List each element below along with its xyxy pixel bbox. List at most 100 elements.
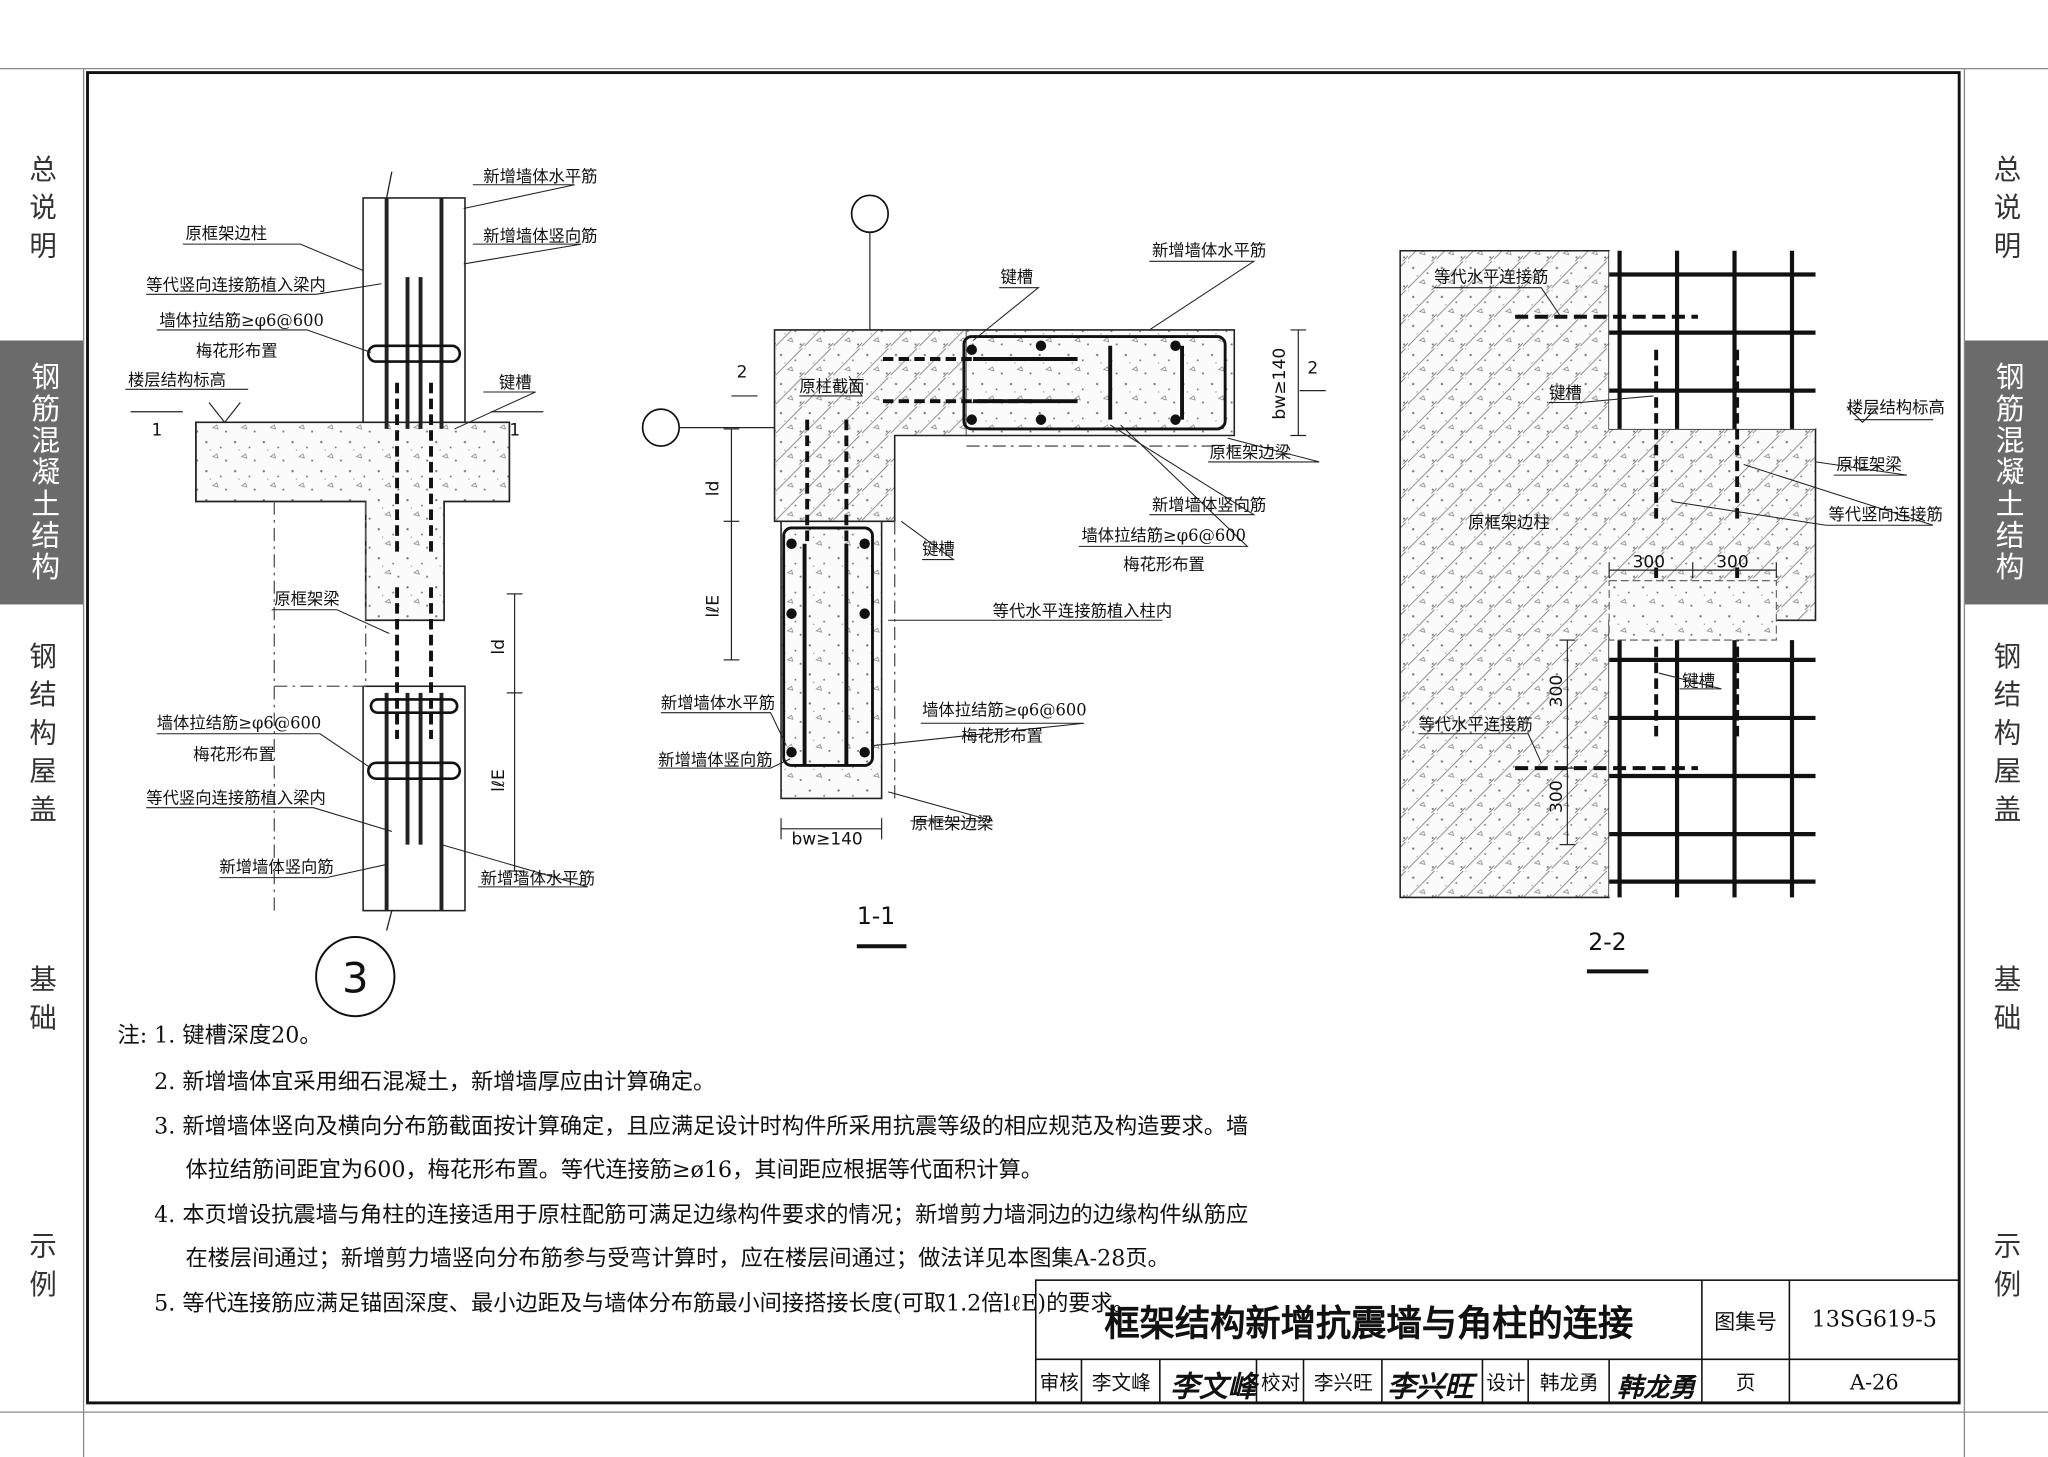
label-new-wall-horizontal-bottom: 新增墙体水平筋 (481, 869, 595, 888)
side-tab-steel-left[interactable]: 钢结构屋盖 (0, 604, 84, 868)
equivalent-horizontal-bars (805, 356, 1032, 542)
label-11-tie-bar-lower: 墙体拉结筋≥φ6@600 (922, 700, 1087, 719)
label-11-key-groove-mid: 键槽 (922, 539, 955, 558)
new-wall-horizontal (966, 329, 1236, 437)
section-1-1 (641, 194, 1326, 949)
section-mark-2-right: 2 (1307, 358, 1318, 378)
label-plum-bottom: 梅花形布置 (193, 745, 275, 764)
label-orig-frame-beam: 原框架梁 (274, 589, 339, 608)
side-tab-examples-left[interactable]: 示例 (0, 1138, 84, 1402)
label-22-orig-frame-beam: 原框架梁 (1836, 455, 1901, 474)
title-block-lines (1034, 1279, 1960, 1404)
dims-section22 (1559, 562, 1777, 846)
dim-lle-11: lℓE (703, 595, 723, 618)
side-tab-label: 基础 (26, 964, 58, 1042)
label-11-equiv-horizontal: 等代水平连接筋植入柱内 (993, 601, 1173, 620)
label-11-orig-edge-beam-bottom: 原框架边梁 (912, 814, 994, 833)
side-tab-general-right[interactable]: 总说明 (1964, 79, 2048, 343)
reviewer-signature: 李文峰 (1170, 1369, 1260, 1403)
label-11-new-wall-horizontal-left: 新增墙体水平筋 (661, 694, 775, 713)
side-tab-label: 钢筋混凝土结构 (26, 361, 59, 584)
side-tab-rc-right[interactable]: 钢筋混凝土结构 (1964, 340, 2048, 605)
note-2: 2. 新增墙体宜采用细石混凝土，新增墙厚应由计算确定。 (154, 1068, 716, 1096)
side-tab-label: 钢筋混凝土结构 (1990, 361, 2024, 584)
side-tab-general-left[interactable]: 总说明 (0, 79, 84, 343)
label-22-equiv-horizontal-bottom: 等代水平连接筋 (1418, 715, 1532, 734)
label-equiv-vertical-bottom: 等代竖向连接筋植入梁内 (146, 789, 326, 808)
design-label: 设计 (1486, 1370, 1526, 1395)
check-label: 校对 (1261, 1370, 1301, 1395)
label-new-wall-vertical-bottom: 新增墙体竖向筋 (219, 857, 333, 876)
label-22-equiv-horizontal-top: 等代水平连接筋 (1434, 267, 1548, 286)
new-wall-upper-bg (1609, 250, 1816, 429)
note-4: 4. 本页增设抗震墙与角柱的连接适用于原柱配筋可满足边缘构件要求的情况；新增剪力… (154, 1202, 1249, 1229)
label-11-orig-edge-beam: 原框架边梁 (1209, 443, 1291, 462)
label-11-new-wall-vertical-left: 新增墙体竖向筋 (658, 750, 772, 769)
section-mark-1-right: 1 (509, 420, 520, 440)
equivalent-vertical-connecting-bars (395, 382, 433, 740)
checker-name: 李兴旺 (1313, 1370, 1373, 1395)
section22-leaders (1418, 287, 1934, 764)
dims-detail3 (506, 593, 523, 872)
note-3-cont: 体拉结筋间距宜为600，梅花形布置。等代连接筋≥ø16，其间距应根据等代面积计算… (185, 1157, 1044, 1184)
dim-lle-detail3: lℓE (489, 769, 509, 792)
detail-number: 3 (342, 953, 369, 1002)
label-11-plum-lower: 梅花形布置 (961, 727, 1043, 746)
label-22-equiv-vertical: 等代竖向连接筋 (1829, 505, 1943, 524)
label-tie-bar-bottom: 墙体拉结筋≥φ6@600 (157, 713, 322, 732)
wall-grid-upper (1609, 250, 1816, 429)
dim-22-300-b: 300 (1716, 552, 1748, 572)
side-tab-rc-left[interactable]: 钢筋混凝土结构 (0, 340, 84, 605)
review-label: 审核 (1039, 1370, 1079, 1395)
section-2-2 (1399, 249, 1934, 974)
checker-signature: 李兴旺 (1387, 1369, 1478, 1403)
dim-ld-detail3: ld (489, 639, 509, 655)
axis-bubble-left (641, 408, 681, 447)
dims-section11 (723, 329, 1326, 840)
label-11-orig-column: 原柱截面 (799, 377, 864, 396)
side-tab-label: 总说明 (1990, 153, 2022, 269)
axis-bubble-top (850, 194, 890, 234)
detail3-leaders (125, 184, 588, 888)
section-title-1-1: 1-1 (857, 902, 895, 930)
level-marks (130, 402, 544, 424)
note-4-cont: 在楼层间通过；新增剪力墙竖向分布筋参与受弯计算时，应在楼层间通过；做法详见本图集… (185, 1245, 1170, 1273)
dim-22-300-c: 300 (1547, 675, 1567, 708)
detail-number-circle (315, 936, 396, 1018)
label-22-floor-level: 楼层结构标高 (1847, 398, 1945, 417)
note-5: 5. 等代连接筋应满足锚固深度、最小边距及与墙体分布筋最小间接搭接长度(可取1.… (154, 1290, 1135, 1318)
dim-22-300-a: 300 (1633, 552, 1665, 572)
dim-22-300-d: 300 (1547, 780, 1567, 813)
side-tab-foundation-right[interactable]: 基础 (1964, 871, 2048, 1135)
new-wall-lower (362, 685, 466, 912)
label-tie-bar-top: 墙体拉结筋≥φ6@600 (159, 311, 324, 330)
label-key-groove: 键槽 (499, 373, 532, 392)
dim-ld-11: ld (703, 481, 723, 497)
side-tab-foundation-left[interactable]: 基础 (0, 871, 84, 1135)
break-top (385, 171, 393, 199)
equivalent-horizontal-bars-22 (1515, 314, 1698, 771)
side-tab-examples-right[interactable]: 示例 (1964, 1138, 2048, 1402)
label-equiv-vertical-top: 等代竖向连接筋植入梁内 (146, 275, 326, 294)
detail-3 (125, 171, 588, 1018)
atlas-number: 13SG619-5 (1811, 1306, 1937, 1333)
note-1: 1. 键槽深度20。 (154, 1022, 322, 1050)
side-tab-label: 钢结构屋盖 (26, 640, 58, 833)
designer-name: 韩龙勇 (1539, 1370, 1599, 1395)
note-3: 3. 新增墙体竖向及横向分布筋截面按计算确定，且应满足设计时构件所采用抗震等级的… (154, 1113, 1249, 1141)
notes-prefix: 注: (117, 1022, 148, 1050)
equivalent-vertical-bars-22 (1654, 349, 1740, 740)
break-bottom (385, 910, 393, 931)
side-tab-label: 示例 (1990, 1231, 2022, 1308)
rebar-dots (786, 340, 1181, 758)
tie-bars (367, 344, 462, 780)
label-22-key-groove-bottom: 键槽 (1682, 671, 1715, 690)
label-new-wall-vertical-top: 新增墙体竖向筋 (483, 226, 597, 245)
section11-leaders (658, 260, 1320, 822)
new-wall-upper (362, 197, 466, 437)
side-tab-steel-right[interactable]: 钢结构屋盖 (1964, 604, 2048, 868)
label-11-tie-bar: 墙体拉结筋≥φ6@600 (1081, 526, 1246, 545)
label-22-orig-edge-column: 原框架边柱 (1468, 513, 1550, 532)
